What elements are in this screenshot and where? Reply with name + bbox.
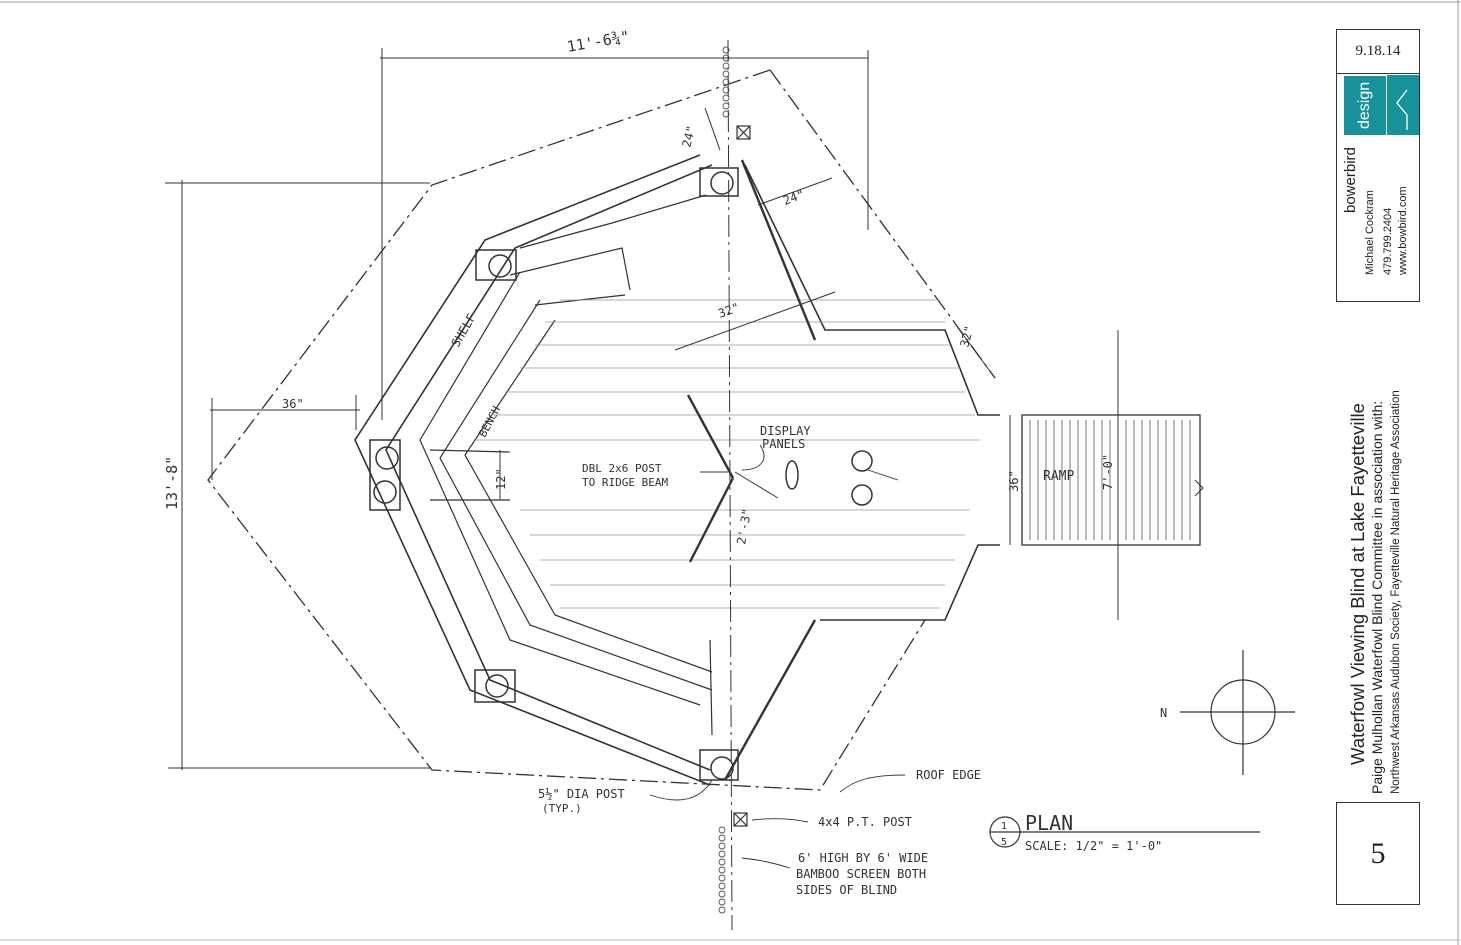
label-roof-edge: ROOF EDGE bbox=[916, 768, 981, 782]
label-post-1: DBL 2x6 POST bbox=[582, 462, 662, 475]
roof-edge-outline bbox=[207, 69, 996, 791]
sheet-number: 5 bbox=[1336, 802, 1420, 905]
brand-accent bbox=[1387, 75, 1419, 135]
label-ramp: RAMP bbox=[1043, 469, 1074, 484]
centerline bbox=[727, 39, 733, 931]
plan-scale: SCALE: 1/2" = 1'-0" bbox=[1025, 839, 1162, 853]
project-line2: Paige Mulhollan Waterfowl Blind Committe… bbox=[1369, 400, 1385, 794]
label-shelf: SHELF bbox=[448, 311, 478, 349]
leaders bbox=[649, 444, 906, 869]
label-4x4: 4x4 P.T. POST bbox=[818, 815, 912, 829]
bamboo-screen-bottom bbox=[718, 826, 726, 914]
brand-name: bowerbird bbox=[1342, 147, 1359, 213]
label-bench: BENCH bbox=[476, 404, 503, 439]
contact-web: www.bowbird.com bbox=[1397, 186, 1409, 275]
bench-outline bbox=[419, 194, 713, 736]
ramp-boards bbox=[1029, 420, 1191, 540]
contact-phone: 479.799.2404 bbox=[1382, 207, 1394, 275]
label-bamboo-1: 6' HIGH BY 6' WIDE bbox=[798, 851, 928, 865]
project-title: Waterfowl Viewing Blind at Lake Fayettev… bbox=[1347, 403, 1368, 765]
brand-suffix: design bbox=[1344, 75, 1386, 135]
4x4-posts bbox=[733, 125, 751, 827]
project-line3: Northwest Arkansas Audubon Society, Faye… bbox=[1390, 390, 1402, 794]
deck-boards bbox=[475, 299, 980, 609]
dim-7-0: 7'-0" bbox=[1101, 454, 1115, 490]
dim-36-left: 36" bbox=[282, 397, 304, 411]
contact-name: Michael Cockram bbox=[1364, 190, 1376, 275]
dim-24-side: 24" bbox=[781, 187, 806, 208]
deck-outline bbox=[354, 154, 1000, 786]
ramp-break-mark bbox=[1194, 479, 1204, 497]
round-posts bbox=[369, 167, 873, 781]
label-post-2: TO RIDGE BEAM bbox=[582, 476, 668, 489]
dim-32-right: 32" bbox=[957, 324, 976, 349]
dim-24-top: 24" bbox=[679, 124, 698, 149]
chevron-logo-icon bbox=[1396, 89, 1408, 130]
title-block-logo bbox=[1336, 73, 1420, 302]
dim-32-inner: 32" bbox=[716, 300, 741, 321]
plan-number-top: 1 bbox=[1001, 821, 1007, 832]
label-display-2: PANELS bbox=[762, 437, 805, 451]
north-arrow bbox=[1180, 650, 1295, 775]
dimension-lines bbox=[165, 48, 1119, 770]
plan-number-bottom: 5 bbox=[1001, 837, 1007, 848]
label-dia-post-1: 5½" DIA POST bbox=[538, 787, 625, 801]
title-block-date: 9.18.14 bbox=[1336, 29, 1420, 73]
dim-left-height: 13'-8" bbox=[163, 456, 181, 510]
wall-panels bbox=[686, 159, 817, 781]
ramp bbox=[1021, 414, 1201, 546]
label-display-1: DISPLAY bbox=[760, 424, 811, 438]
label-dia-post-2: (TYP.) bbox=[542, 802, 582, 815]
label-bamboo-3: SIDES OF BLIND bbox=[796, 883, 897, 897]
dim-2-3: 2'-3" bbox=[734, 508, 754, 546]
dim-36-ramp: 36" bbox=[1007, 470, 1021, 492]
label-bamboo-2: BAMBOO SCREEN BOTH bbox=[796, 867, 926, 881]
dim-top-width: 11'-6¾" bbox=[566, 27, 631, 56]
plan-title: PLAN bbox=[1025, 811, 1073, 835]
north-label: N bbox=[1160, 706, 1167, 720]
plan-title-mark bbox=[989, 816, 1260, 848]
dim-12: 12" bbox=[494, 468, 508, 490]
